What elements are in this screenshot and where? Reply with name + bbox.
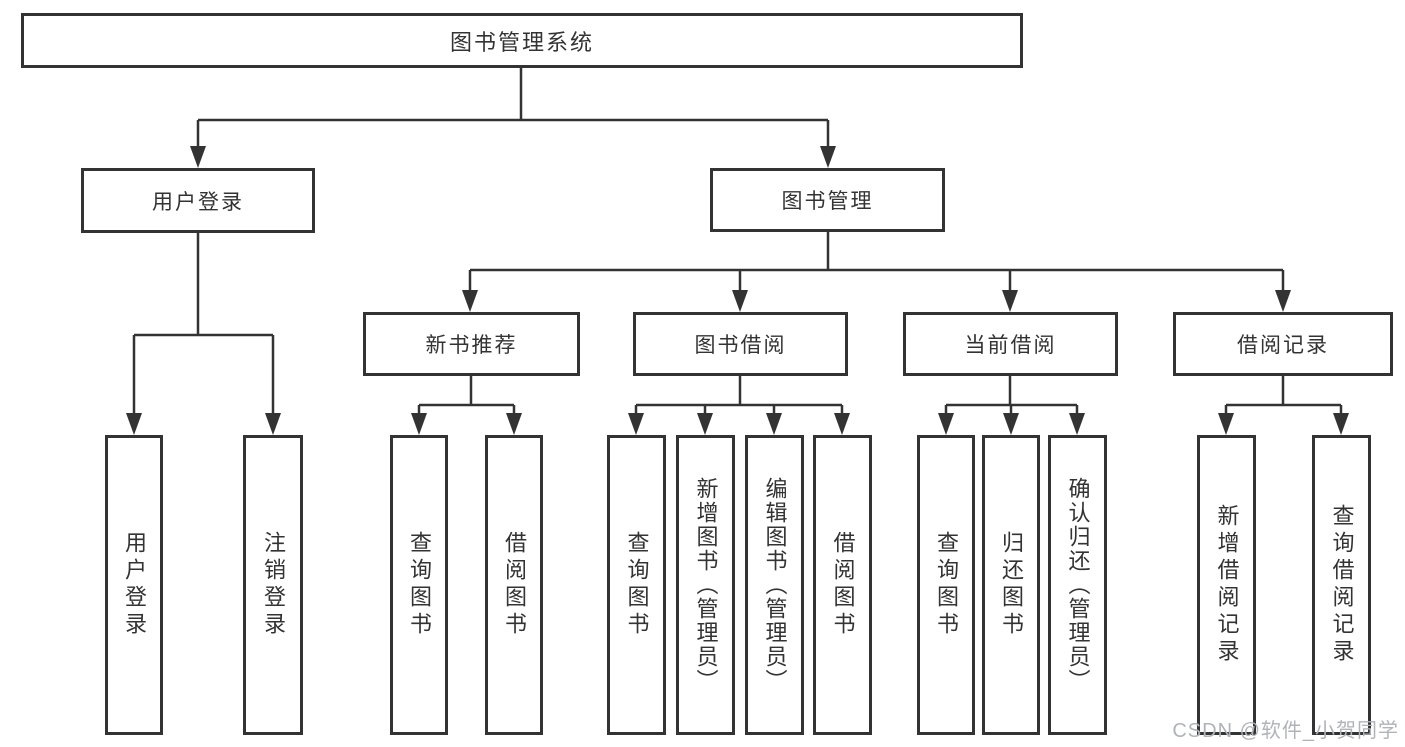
leaf-recommend-query-books: 查询图书 — [390, 435, 448, 735]
node-user-login-branch: 用户登录 — [81, 168, 315, 233]
node-borrow-records: 借阅记录 — [1173, 312, 1393, 376]
leaf-current-return-books: 归还图书 — [982, 435, 1040, 735]
leaf-records-query-record: 查询借阅记录 — [1312, 435, 1371, 735]
leaf-borrow-edit-books-admin: 编辑图书（管理员） — [745, 435, 804, 735]
leaf-current-confirm-return-admin: 确认归还（管理员） — [1048, 435, 1107, 735]
node-book-management-branch: 图书管理 — [710, 168, 945, 232]
leaf-records-add-record: 新增借阅记录 — [1197, 435, 1256, 735]
leaf-user-login: 用户登录 — [105, 435, 163, 735]
leaf-current-query-books: 查询图书 — [917, 435, 975, 735]
node-root-system: 图书管理系统 — [21, 13, 1023, 68]
leaf-borrow-add-books-admin: 新增图书（管理员） — [676, 435, 735, 735]
node-new-book-recommend: 新书推荐 — [363, 312, 580, 376]
csdn-watermark: CSDN @软件_小贺同学 — [1172, 720, 1399, 742]
node-current-borrowing: 当前借阅 — [903, 312, 1118, 376]
leaf-borrow-query-books: 查询图书 — [607, 435, 666, 735]
leaf-borrow-borrow-books: 借阅图书 — [813, 435, 872, 735]
node-book-borrowing: 图书借阅 — [633, 312, 848, 376]
leaf-logout: 注销登录 — [243, 435, 303, 735]
leaf-recommend-borrow-books: 借阅图书 — [485, 435, 543, 735]
